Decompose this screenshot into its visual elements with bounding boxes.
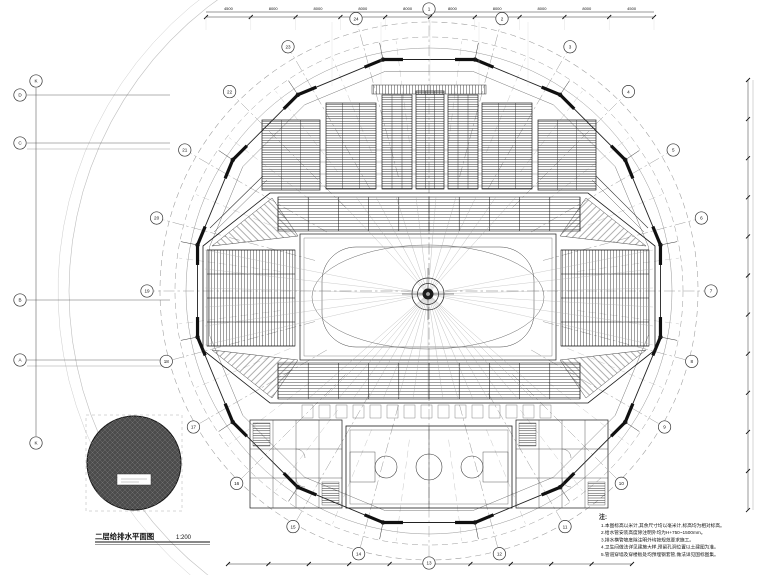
axis-bubble (352, 547, 366, 561)
svg-text:8000: 8000 (493, 6, 503, 11)
svg-text:K: K (34, 79, 38, 84)
note-line: 2.给水管安装高度除注明外均为H+750~1500mm。 (601, 529, 705, 536)
note-line: 3.排水横管坡度除注明外均按规范要求施工。 (601, 536, 694, 543)
svg-text:24: 24 (353, 16, 359, 21)
axis-bubble (13, 88, 27, 102)
note-line: 4.卫生间做法详见建施大样,预留孔洞位置以土建图为准。 (601, 544, 719, 551)
axis-bubble (281, 40, 295, 54)
svg-text:3: 3 (569, 44, 572, 49)
axis-bubble (150, 211, 164, 225)
svg-text:8000: 8000 (314, 6, 324, 11)
axis-bubble (286, 520, 300, 534)
svg-text:8000: 8000 (358, 6, 368, 11)
svg-text:23: 23 (285, 44, 291, 49)
axis-bubble (223, 85, 237, 99)
svg-text:16: 16 (234, 481, 240, 486)
axis-bubble (422, 556, 436, 570)
detail-circle (85, 414, 183, 512)
svg-text:8000: 8000 (448, 6, 458, 11)
note-line: 5.管道穿墙及穿楼板处均预埋钢套管,做法详见国标图集。 (601, 551, 719, 558)
svg-text:B: B (18, 298, 21, 303)
svg-text:12: 12 (497, 551, 503, 556)
svg-text:8000: 8000 (538, 6, 548, 11)
axis-bubble (495, 12, 509, 26)
axis-bubble (159, 354, 173, 368)
structural-ring (180, 42, 678, 540)
svg-text:4: 4 (627, 89, 630, 94)
notes-block: 1.本图标高以米计,其余尺寸均以毫米计,标高均为相对标高。2.给水管安装高度除注… (601, 522, 725, 558)
axis-bubble (13, 293, 27, 307)
svg-text:8: 8 (690, 359, 693, 364)
axis-bubble (563, 40, 577, 54)
axis-bubble (614, 476, 628, 490)
svg-text:8000: 8000 (582, 6, 592, 11)
arena-floor (204, 196, 654, 400)
svg-text:K: K (34, 441, 38, 446)
axis-bubble (422, 2, 436, 16)
axis-bubble (140, 284, 154, 298)
svg-text:18: 18 (164, 359, 170, 364)
bottom-rooms-and-court (249, 404, 609, 509)
axis-bubble (29, 74, 43, 88)
axis-bubbles: 123456789101112131415161718192021222324D… (13, 2, 718, 570)
axis-bubble (666, 143, 680, 157)
svg-text:11: 11 (563, 524, 568, 529)
back-of-house-blocks (209, 22, 649, 233)
note-line: 1.本图标高以米计,其余尺寸均以毫米计,标高均为相对标高。 (601, 522, 725, 529)
axis-bubble (685, 354, 699, 368)
axis-bubble (186, 420, 200, 434)
axis-bubble (178, 143, 192, 157)
svg-text:C: C (18, 141, 22, 146)
axis-bubble (694, 211, 708, 225)
axis-bubble (29, 436, 43, 450)
axis-bubble (13, 353, 27, 367)
axis-bubble (704, 284, 718, 298)
svg-text:A: A (18, 358, 22, 363)
drawing-title: 二层给排水平面图 (95, 532, 154, 541)
svg-text:4500: 4500 (224, 6, 234, 11)
svg-text:20: 20 (154, 216, 160, 221)
ring-road-arcs (57, 0, 218, 575)
axis-bubble (658, 420, 672, 434)
axis-bubble (558, 520, 572, 534)
svg-text:7: 7 (710, 289, 713, 294)
axis-bubble (621, 85, 635, 99)
svg-text:5: 5 (672, 148, 675, 153)
svg-text:21: 21 (182, 148, 188, 153)
svg-text:D: D (18, 93, 22, 98)
svg-text:8000: 8000 (403, 6, 413, 11)
svg-text:14: 14 (356, 551, 362, 556)
axis-bubble (230, 476, 244, 490)
svg-text:17: 17 (191, 425, 197, 430)
svg-text:10: 10 (619, 481, 625, 486)
notes-heading: 注: (599, 513, 607, 521)
svg-text:13: 13 (426, 561, 432, 566)
axis-bubble (13, 136, 27, 150)
svg-text:22: 22 (227, 89, 233, 94)
left-orthogonal-grid (27, 88, 170, 436)
svg-text:15: 15 (290, 524, 296, 529)
svg-text:9: 9 (663, 425, 666, 430)
seating-bowl (202, 192, 656, 404)
axis-bubble (492, 547, 506, 561)
axis-bubble (349, 12, 363, 26)
svg-text:1: 1 (428, 7, 431, 12)
svg-text:4500: 4500 (627, 6, 637, 11)
drawing-scale: 1:200 (176, 535, 192, 541)
svg-text:2: 2 (501, 16, 504, 21)
svg-text:19: 19 (144, 289, 150, 294)
svg-text:8000: 8000 (269, 6, 279, 11)
svg-text:6: 6 (700, 216, 703, 221)
